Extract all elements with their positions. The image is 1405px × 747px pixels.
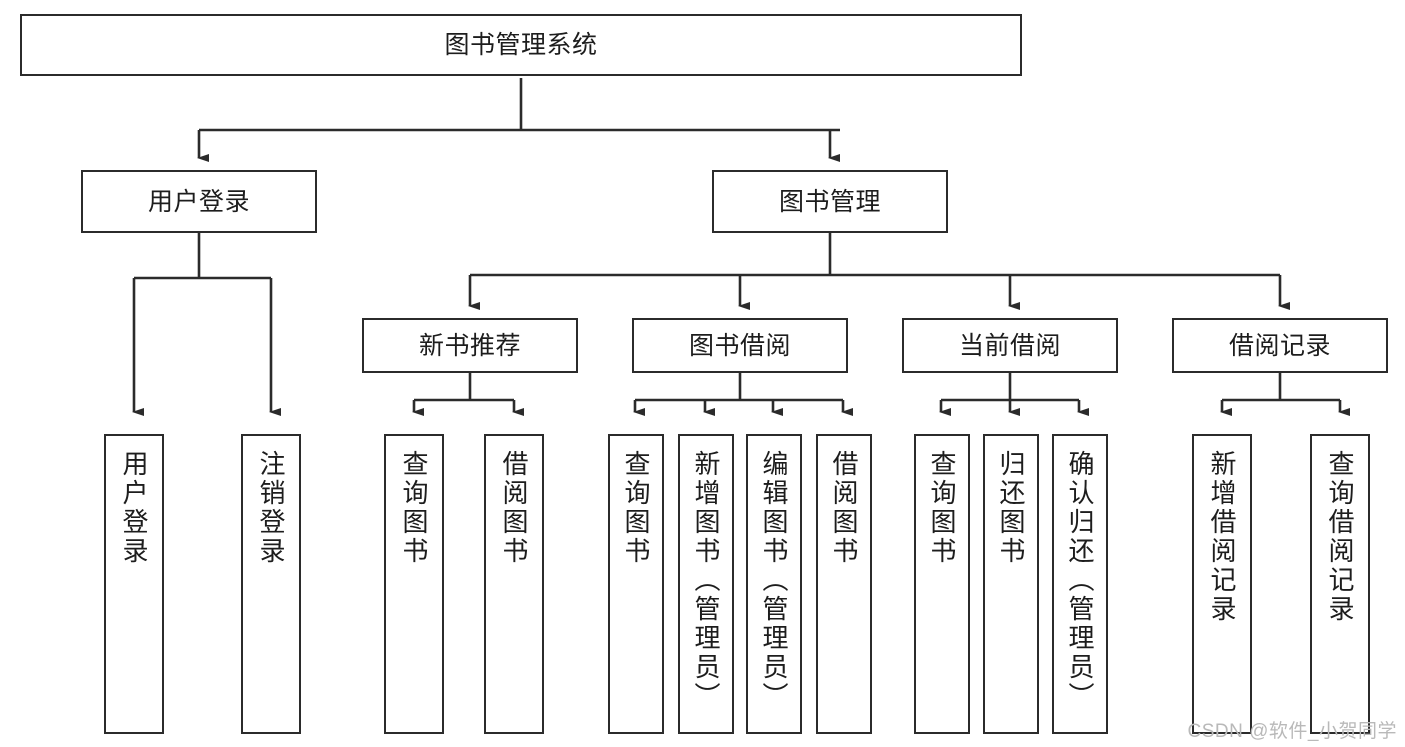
- node-label: 新书推荐: [418, 331, 521, 360]
- node-label: 用户登录: [119, 450, 149, 566]
- node-label: 借阅图书: [829, 450, 859, 566]
- node-user-login[interactable]: 用户登录: [81, 170, 317, 233]
- leaf-return-book[interactable]: 归还图书: [983, 434, 1039, 734]
- node-label: 用户登录: [147, 187, 250, 216]
- leaf-query-book-recommend[interactable]: 查询图书: [384, 434, 444, 734]
- leaf-borrow-book[interactable]: 借阅图书: [816, 434, 872, 734]
- node-label: 新增图书（管理员）: [691, 450, 721, 711]
- node-label: 图书借阅: [688, 331, 791, 360]
- leaf-query-book-current[interactable]: 查询图书: [914, 434, 970, 734]
- node-label: 图书管理: [778, 187, 881, 216]
- leaf-logout[interactable]: 注销登录: [241, 434, 301, 734]
- node-root-book-management-system[interactable]: 图书管理系统: [20, 14, 1022, 76]
- node-new-book-recommendation[interactable]: 新书推荐: [362, 318, 578, 373]
- node-label: 编辑图书（管理员）: [759, 450, 789, 711]
- node-label: 当前借阅: [958, 331, 1061, 360]
- node-borrowing-records[interactable]: 借阅记录: [1172, 318, 1388, 373]
- node-book-management[interactable]: 图书管理: [712, 170, 948, 233]
- node-label: 查询图书: [399, 450, 429, 566]
- leaf-add-book-admin[interactable]: 新增图书（管理员）: [678, 434, 734, 734]
- node-label: 注销登录: [256, 450, 286, 566]
- node-label: 图书管理系统: [444, 31, 598, 59]
- leaf-query-book-borrow[interactable]: 查询图书: [608, 434, 664, 734]
- leaf-query-borrow-record[interactable]: 查询借阅记录: [1310, 434, 1370, 734]
- leaf-user-login[interactable]: 用户登录: [104, 434, 164, 734]
- node-label: 归还图书: [996, 450, 1026, 566]
- node-book-borrowing[interactable]: 图书借阅: [632, 318, 848, 373]
- node-label: 借阅记录: [1228, 331, 1331, 360]
- node-current-borrowing[interactable]: 当前借阅: [902, 318, 1118, 373]
- node-label: 查询借阅记录: [1325, 450, 1355, 624]
- leaf-edit-book-admin[interactable]: 编辑图书（管理员）: [746, 434, 802, 734]
- node-label: 查询图书: [621, 450, 651, 566]
- leaf-add-borrow-record[interactable]: 新增借阅记录: [1192, 434, 1252, 734]
- node-label: 借阅图书: [499, 450, 529, 566]
- node-label: 确认归还（管理员）: [1065, 450, 1095, 711]
- leaf-confirm-return-admin[interactable]: 确认归还（管理员）: [1052, 434, 1108, 734]
- node-label: 查询图书: [927, 450, 957, 566]
- node-label: 新增借阅记录: [1207, 450, 1237, 624]
- leaf-borrow-book-recommend[interactable]: 借阅图书: [484, 434, 544, 734]
